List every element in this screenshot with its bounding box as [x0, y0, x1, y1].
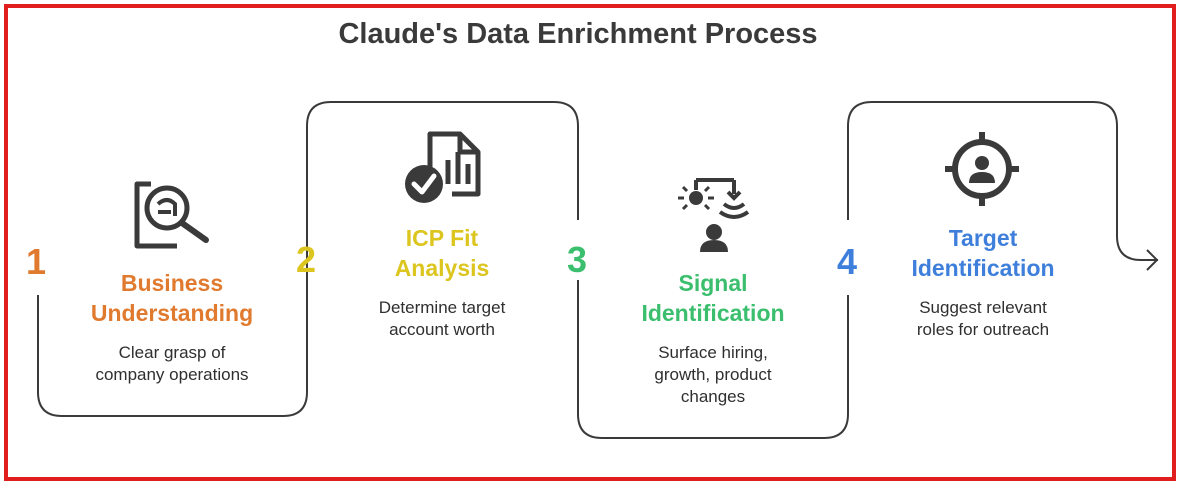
step-4-description: Suggest relevant roles for outreach: [916, 298, 1050, 339]
connector-segment-2: [306, 101, 579, 280]
arrow-head-icon: [1146, 249, 1159, 271]
signal-broadcast-icon: [678, 178, 750, 252]
step-1-description: Clear grasp of company operations: [95, 343, 249, 384]
report-check-icon: [405, 131, 481, 203]
connector-segment-4: [847, 101, 1158, 261]
diagram-frame: [4, 4, 1176, 481]
step-3-number: 3: [567, 239, 588, 280]
connector-segment-1: [37, 220, 308, 417]
step-1-heading: Business Understanding: [90, 270, 254, 326]
target-person-icon: [945, 132, 1019, 206]
step-4-heading: Target Identification: [911, 225, 1055, 281]
document-search-icon: [134, 181, 209, 249]
step-2-description: Determine target account worth: [378, 298, 506, 339]
step-2-number: 2: [296, 239, 317, 280]
step-3-heading: Signal Identification: [641, 270, 785, 326]
step-3-description: Surface hiring, growth, product changes: [654, 343, 772, 406]
connector-segment-3: [577, 280, 849, 439]
step-1-number: 1: [26, 241, 47, 282]
step-2-heading: ICP Fit Analysis: [394, 225, 490, 281]
step-4-number: 4: [837, 241, 858, 282]
diagram-title: Claude's Data Enrichment Process: [338, 18, 818, 50]
